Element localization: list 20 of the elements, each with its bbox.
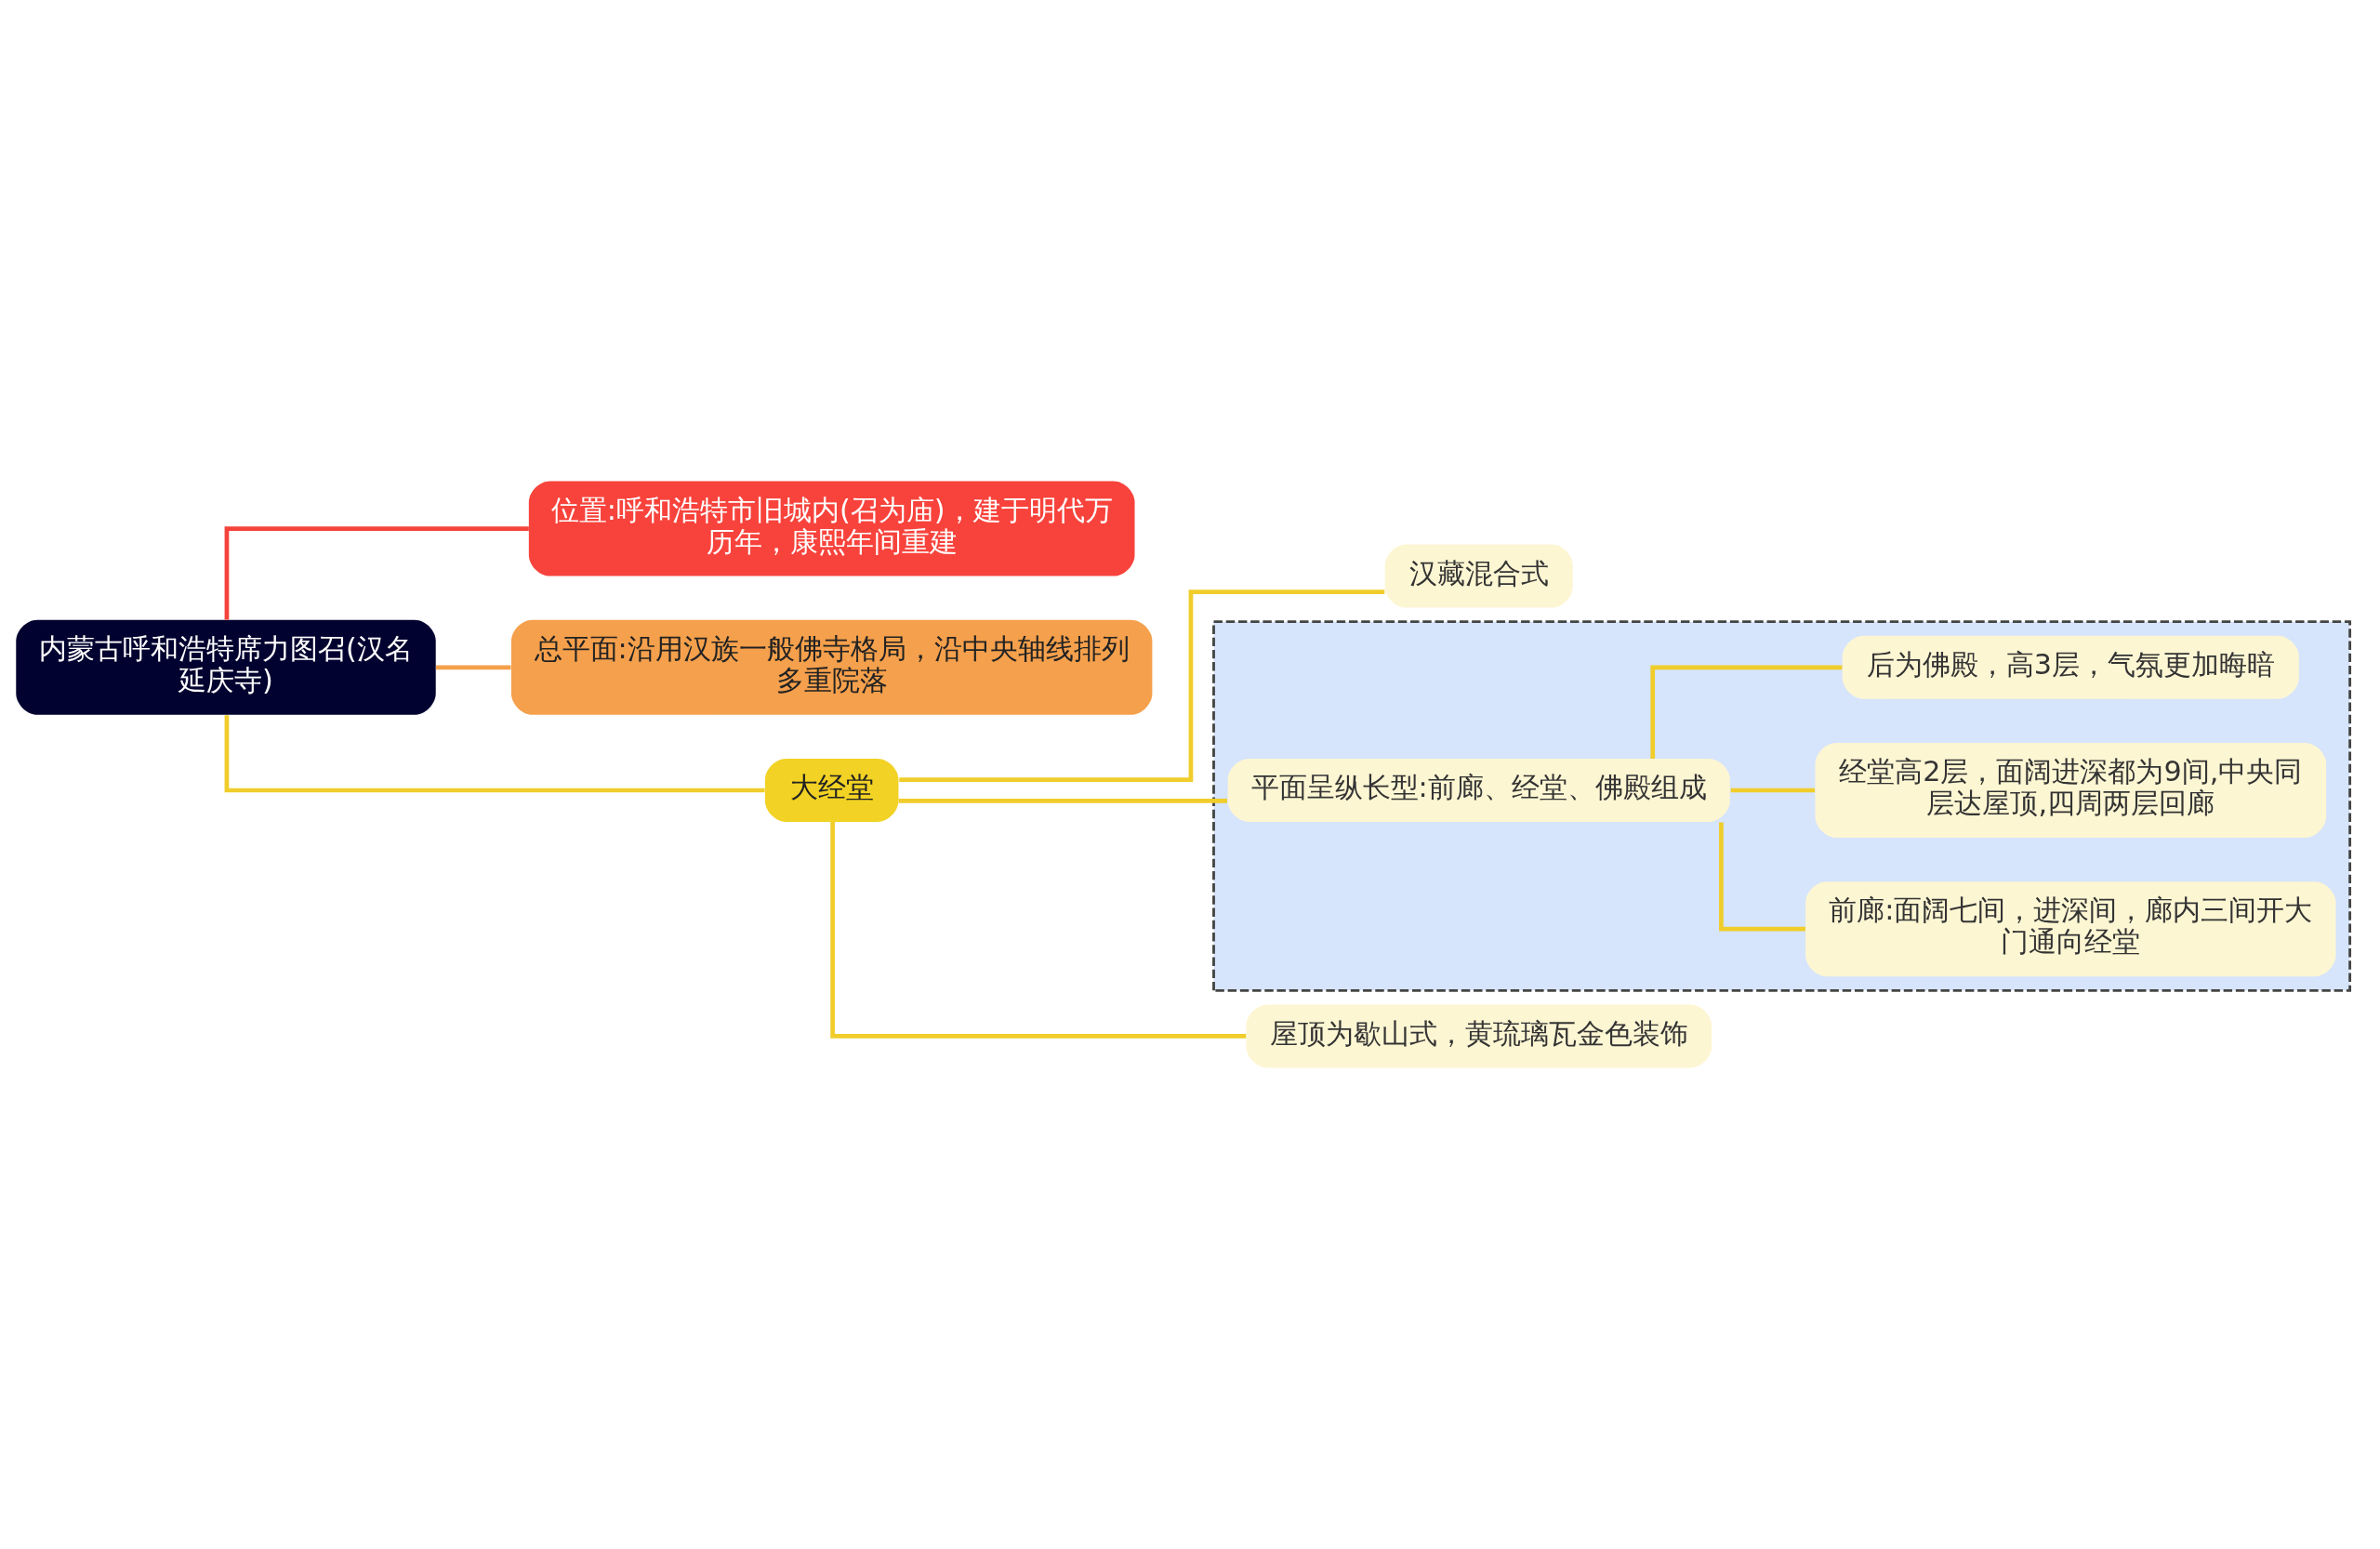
- node-box: 汉藏混合式: [1384, 544, 1573, 608]
- node-box: 总平面:沿用汉族一般佛寺格局，沿中央轴线排列多重院落: [510, 619, 1153, 715]
- connector: [436, 665, 511, 670]
- connector: [898, 798, 1227, 803]
- node-box: 屋顶为歇山式，黄琉璃瓦金色装饰: [1246, 1004, 1712, 1068]
- connector: [1730, 788, 1816, 793]
- node-box: 平面呈纵长型:前廊、经堂、佛殿组成: [1227, 759, 1730, 822]
- node-box: 内蒙古呼和浩特席力图召(汉名延庆寺): [16, 619, 436, 715]
- node-box: 前廊:面阔七间，进深间，廊内三间开大门通向经堂: [1805, 881, 2336, 977]
- connector: [899, 589, 1385, 783]
- connector: [224, 526, 529, 620]
- cluster: [1212, 620, 2352, 992]
- node-box: 大经堂: [764, 759, 899, 822]
- node-box: 后为佛殿，高3层，气氛更加晦暗: [1842, 635, 2299, 699]
- node-box: 经堂高2层，面阔进深都为9间,中央同层达屋顶,四周两层回廊: [1815, 743, 2327, 838]
- connector: [1650, 665, 1843, 759]
- connector: [1719, 822, 1805, 932]
- connector: [224, 715, 765, 793]
- node-box: 位置:呼和浩特市旧城内(召为庙)，建于明代万历年，康熙年间重建: [528, 481, 1135, 576]
- connector: [830, 822, 1247, 1039]
